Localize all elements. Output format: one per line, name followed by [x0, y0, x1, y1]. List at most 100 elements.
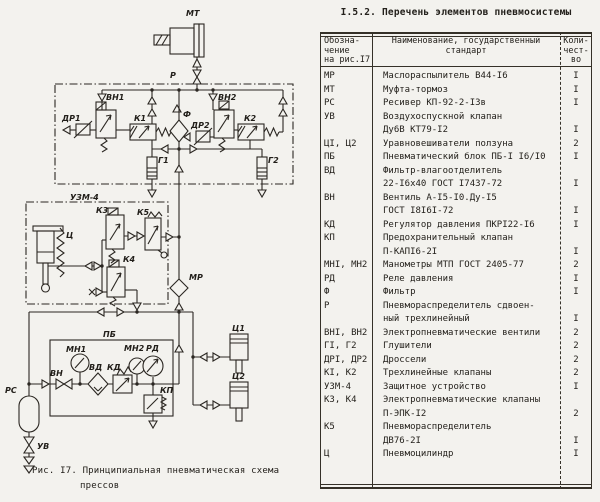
rd-label: РД: [146, 344, 159, 353]
c2-cylinder-symbol: [229, 381, 249, 409]
g1-label: Г1: [158, 156, 169, 165]
c-cylinder-label: Ц: [66, 231, 73, 240]
row-name: Пневмоцилиндр: [383, 449, 454, 459]
kp-label: КП: [160, 386, 174, 395]
header-quantity: Коли- чест- во: [563, 36, 589, 65]
f-filter-symbol: [169, 119, 189, 143]
row-designation: К3, К4: [324, 395, 357, 405]
row-name: Трехлинейные клапаны: [383, 368, 492, 378]
row-designation: ГI, Г2: [324, 341, 357, 351]
table-border-left: [320, 32, 321, 489]
row-designation: МНI, МН2: [324, 260, 368, 270]
section-title: I.5.2. Перечень элементов пневмосистемы: [340, 7, 572, 18]
row-designation: К5: [324, 422, 335, 432]
table-border-right: [591, 32, 592, 489]
row-quantity: I: [573, 84, 579, 95]
row-name: Пневмораспределитель сдвоен-ный трехлине…: [383, 300, 535, 325]
table-border-bottom2: [320, 487, 592, 489]
pb-block: ПБ ВН МН1 ВД КД МН2: [29, 330, 179, 430]
figure-caption-line2: прессов: [80, 481, 120, 491]
row-designation: Ф: [324, 287, 330, 297]
uv-label: УВ: [37, 442, 49, 451]
row-name: Маслораспылитель В44-I6: [383, 71, 508, 81]
row-name: Реле давления: [383, 273, 454, 284]
mr-label: МР: [189, 273, 203, 282]
row-name: Глушители: [383, 341, 432, 351]
row-quantity: 2: [573, 341, 579, 351]
table-row: МНI, МН2 Манометры МТП ГОСТ 2405-77 2: [320, 259, 592, 273]
c1-c2-balancers: Ц1 Ц2: [193, 324, 249, 422]
table-header: Обозна- чение на рис.I7 Наименование, го…: [320, 36, 592, 66]
k5-label: К5: [137, 208, 150, 217]
row-name: Защитное устройство: [383, 381, 486, 392]
mn1-label: МН1: [66, 345, 86, 354]
row-designation: МР: [324, 71, 335, 81]
vd-filter-symbol: [87, 372, 109, 396]
table-header-separator: [320, 66, 592, 67]
row-quantity: 2: [573, 354, 579, 365]
row-designation: КП: [324, 233, 335, 243]
row-name: Муфта-тормоз: [383, 84, 449, 95]
row-designation: ВН: [324, 192, 335, 203]
table-border-bottom: [320, 484, 592, 485]
row-name: Уравновешиватели ползуна: [383, 138, 514, 149]
table-border-top2: [320, 36, 592, 37]
row-quantity: I: [573, 125, 579, 135]
row-quantity: 2: [573, 327, 579, 338]
row-designation: РС: [324, 98, 335, 108]
header-name: Наименование, государственный стандарт: [391, 36, 541, 56]
parts-table: Обозна- чение на рис.I7 Наименование, го…: [320, 32, 592, 490]
row-quantity: I: [573, 246, 579, 257]
k2-label: К2: [244, 114, 257, 123]
row-quantity: 2: [573, 260, 579, 270]
row-quantity: I: [573, 152, 579, 162]
row-designation: ВД: [324, 165, 335, 176]
c1-cylinder-symbol: [229, 333, 249, 361]
row-designation: УЗМ-4: [324, 381, 352, 392]
p-label: Р: [170, 71, 176, 80]
uzm4-label: УЗМ-4: [70, 193, 99, 202]
kp-valve-symbol: [143, 394, 163, 414]
row-quantity: I: [573, 179, 579, 189]
row-quantity: I: [573, 206, 579, 216]
row-designation: Р: [324, 300, 330, 311]
f-label: Ф: [183, 110, 191, 119]
c1-label: Ц1: [232, 324, 245, 333]
row-quantity: I: [573, 219, 579, 230]
table-divider-qty: [560, 32, 561, 489]
rs-label: РС: [5, 386, 17, 395]
pb-label: ПБ: [103, 330, 116, 339]
row-designation: КI, К2: [324, 368, 357, 378]
row-designation: Ц: [324, 449, 330, 459]
uzm4-safety-device: УЗМ-4 Ц К3: [25, 193, 179, 313]
mn2-label: МН2: [124, 344, 145, 353]
dr1-label: ДР1: [61, 114, 81, 123]
parts-list-panel: I.5.2. Перечень элементов пневмосистемы …: [318, 0, 600, 502]
row-name: Манометры МТП ГОСТ 2405-77: [383, 260, 524, 270]
vd-label: ВД: [89, 363, 102, 372]
table-divider-code: [372, 32, 373, 489]
row-designation: КД: [324, 219, 335, 230]
